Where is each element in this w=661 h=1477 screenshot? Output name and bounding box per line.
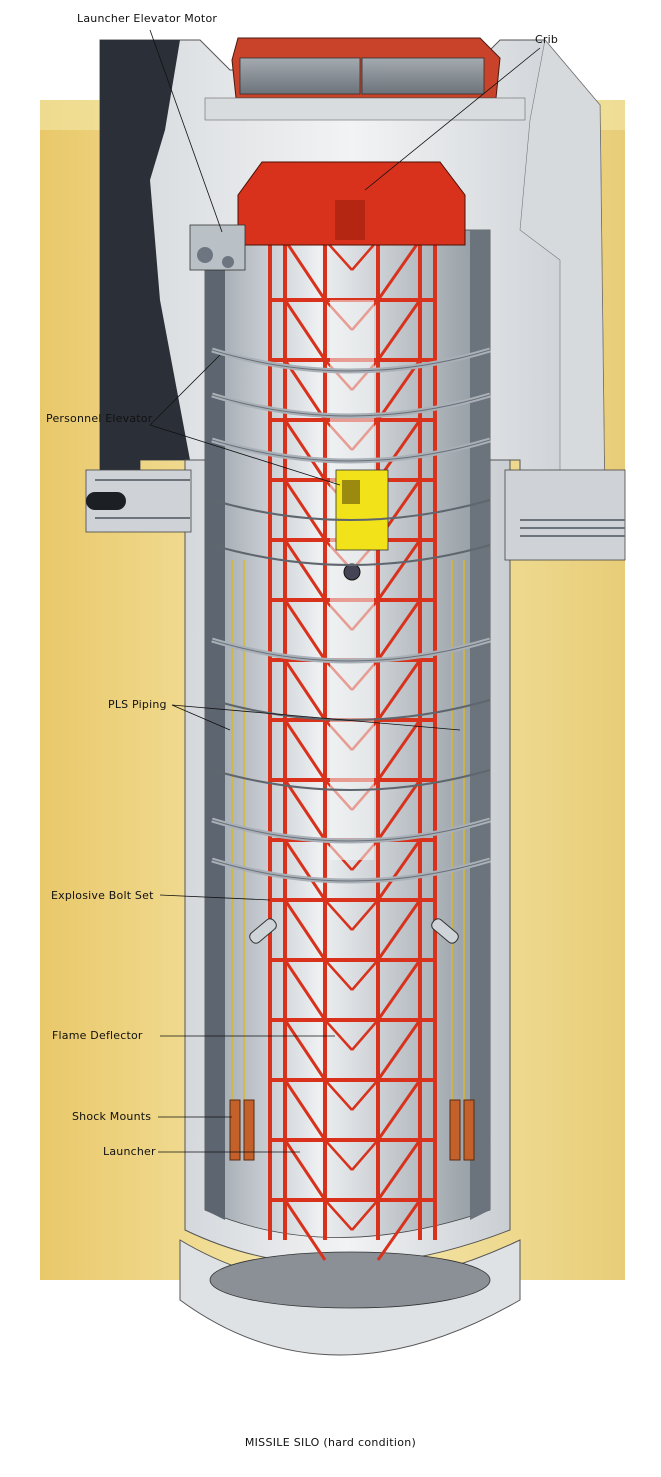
crib-brace bbox=[376, 539, 422, 601]
crib-brace bbox=[283, 899, 327, 961]
crib-brace bbox=[324, 1199, 353, 1231]
crib-brace bbox=[283, 299, 327, 361]
access-tunnels bbox=[85, 469, 626, 561]
crib-brace bbox=[283, 1139, 327, 1201]
crib-brace bbox=[376, 719, 422, 781]
crib-brace bbox=[283, 839, 327, 901]
crib-brace bbox=[351, 1079, 379, 1111]
pls-pipe-run bbox=[211, 769, 491, 791]
figure-caption: MISSILE SILO (hard condition) bbox=[244, 1436, 417, 1449]
pls-piping-rings bbox=[211, 347, 491, 884]
crib-brace bbox=[376, 899, 422, 961]
crib-brace bbox=[351, 1139, 379, 1171]
crib-brace bbox=[324, 1139, 353, 1171]
label-launcher: Launcher bbox=[103, 1145, 156, 1158]
crib-brace bbox=[351, 1199, 379, 1231]
catwalk-ring-edge bbox=[211, 349, 491, 372]
explosive-bolt-cylinders bbox=[249, 918, 459, 944]
catwalk-ring-edge bbox=[211, 439, 491, 462]
personnel-elevator-cab bbox=[335, 469, 389, 581]
crib-brace bbox=[324, 1079, 353, 1111]
crib-brace bbox=[283, 539, 327, 601]
crib-brace bbox=[376, 839, 422, 901]
crib-brace bbox=[376, 1019, 422, 1081]
label-shock-mounts: Shock Mounts bbox=[72, 1110, 152, 1123]
catwalk-ring-edge bbox=[211, 819, 491, 842]
crib-brace bbox=[376, 239, 422, 301]
crib-brace bbox=[283, 239, 327, 301]
crib-brace bbox=[351, 959, 379, 991]
crib-brace bbox=[283, 659, 327, 721]
crib-brace bbox=[283, 419, 327, 481]
label-explosive-bolt-set: Explosive Bolt Set bbox=[51, 889, 154, 902]
label-personnel-elevator: Personnel Elevator bbox=[46, 412, 153, 425]
catwalk-ring-edge bbox=[211, 859, 491, 882]
crib-brace bbox=[376, 1079, 422, 1141]
label-launcher-elevator-motor: Launcher Elevator Motor bbox=[77, 12, 218, 25]
shock-mount-struts bbox=[229, 1099, 475, 1161]
silo-closure-door bbox=[204, 37, 526, 121]
crib-brace bbox=[283, 959, 327, 1021]
pls-pipe-run bbox=[211, 699, 491, 721]
catwalk-ring-edge bbox=[211, 639, 491, 662]
crib-brace bbox=[376, 299, 422, 361]
crib-brace bbox=[376, 599, 422, 661]
crib-brace bbox=[324, 959, 353, 991]
crib-brace bbox=[283, 1079, 327, 1141]
crib-brace bbox=[351, 1019, 379, 1051]
crib-top bbox=[237, 161, 466, 246]
crib-brace bbox=[283, 719, 327, 781]
crib-brace bbox=[283, 1199, 327, 1261]
crib-brace bbox=[283, 779, 327, 841]
crib-brace bbox=[376, 659, 422, 721]
crib-brace bbox=[324, 899, 353, 931]
crib-brace bbox=[351, 899, 379, 931]
label-crib: Crib bbox=[535, 33, 559, 46]
crib-brace bbox=[376, 779, 422, 841]
crib-brace bbox=[376, 359, 422, 421]
label-pls-piping: PLS Piping bbox=[108, 698, 167, 711]
pls-pipe-run bbox=[211, 544, 491, 566]
crib-brace bbox=[283, 1019, 327, 1081]
crib-brace bbox=[324, 1019, 353, 1051]
crib-brace bbox=[376, 1139, 422, 1201]
catwalk-ring-edge bbox=[211, 394, 491, 417]
crib-brace bbox=[283, 359, 327, 421]
leader-lines bbox=[149, 29, 541, 1153]
pls-pipe-run bbox=[211, 499, 491, 521]
label-flame-deflector: Flame Deflector bbox=[52, 1029, 143, 1042]
crib-brace bbox=[376, 1199, 422, 1261]
launcher-elevator-motor-machinery bbox=[189, 224, 246, 271]
crib-brace bbox=[283, 479, 327, 541]
crib-brace bbox=[283, 599, 327, 661]
crib-brace bbox=[376, 959, 422, 1021]
